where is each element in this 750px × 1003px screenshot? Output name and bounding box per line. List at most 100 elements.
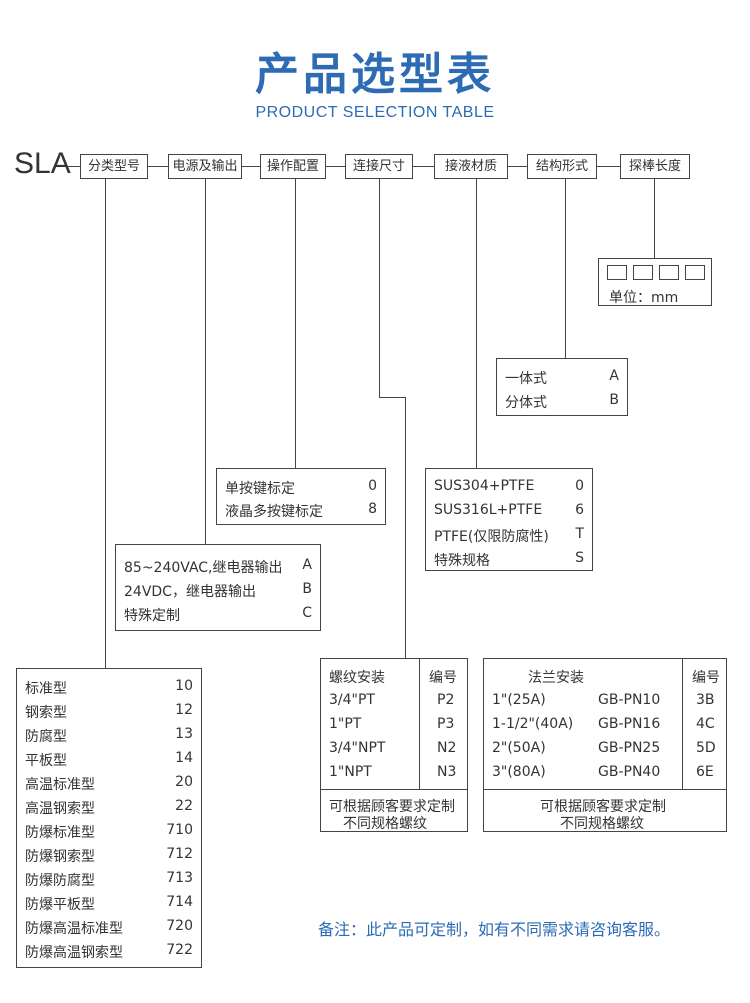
power-output-table: 85~240VAC,继电器输出 A 24VDC，继电器输出 B 特殊定制 C: [115, 544, 321, 631]
power-code: C: [302, 605, 312, 621]
connector-type-vertical: [105, 179, 106, 669]
material-label: SUS304+PTFE: [434, 478, 535, 494]
flange-footer-divider: [484, 789, 726, 790]
flange-standard: GB-PN40: [598, 764, 661, 780]
type-code: 710: [166, 822, 193, 838]
connector-structure-vertical: [565, 179, 566, 358]
footnote: 备注：此产品可定制，如有不同需求请咨询客服。: [318, 920, 671, 939]
flange-standard: GB-PN10: [598, 692, 661, 708]
type-label: 标准型: [25, 681, 67, 697]
power-code: B: [302, 581, 312, 597]
thread-footer-divider: [321, 789, 467, 790]
connector-connection-vertical-2: [405, 397, 406, 658]
power-label: 特殊定制: [124, 608, 180, 624]
thread-install-table: 螺纹安装 编号 3/4"PT P2 1"PT P3 3/4"NPT N2 1"N…: [320, 658, 468, 832]
type-code: 14: [175, 750, 193, 766]
length-digit-box-3: [659, 265, 679, 280]
type-label: 钢索型: [25, 705, 67, 721]
flange-size: 2"(50A): [492, 740, 546, 756]
type-code: 20: [175, 774, 193, 790]
flange-code: 4C: [696, 716, 715, 732]
power-label: 85~240VAC,继电器输出: [124, 560, 283, 576]
flange-code: 5D: [696, 740, 716, 756]
type-code: 712: [166, 846, 193, 862]
type-code: 22: [175, 798, 193, 814]
flange-size: 3"(80A): [492, 764, 546, 780]
structure-label: 一体式: [505, 371, 547, 387]
material-code: 0: [575, 478, 584, 494]
length-digit-box-4: [685, 265, 705, 280]
flange-column-divider: [682, 659, 683, 789]
type-label: 防爆钢索型: [25, 849, 95, 865]
type-code: 13: [175, 726, 193, 742]
type-code: 10: [175, 678, 193, 694]
type-code: 720: [166, 918, 193, 934]
type-code: 713: [166, 870, 193, 886]
thread-header-label: 螺纹安装: [329, 670, 385, 686]
type-label: 防腐型: [25, 729, 67, 745]
header-connector-line: [66, 166, 620, 167]
type-label: 高温标准型: [25, 777, 95, 793]
type-label: 平板型: [25, 753, 67, 769]
power-label: 24VDC，继电器输出: [124, 584, 256, 600]
structure-code: B: [609, 392, 619, 408]
flange-install-table: 法兰安装 编号 1"(25A) GB-PN10 3B 1-1/2"(40A) G…: [483, 658, 727, 832]
material-code: S: [575, 550, 584, 566]
structure-label: 分体式: [505, 395, 547, 411]
header-structure-form: 结构形式: [527, 154, 597, 179]
connector-power-vertical: [205, 179, 206, 544]
flange-code: 3B: [696, 692, 715, 708]
connector-connection-horizontal: [379, 397, 406, 398]
length-digit-box-1: [607, 265, 627, 280]
header-wetted-material: 接液材质: [434, 154, 508, 179]
thread-code: P2: [437, 692, 455, 708]
type-label: 防爆防腐型: [25, 873, 95, 889]
header-probe-length: 探棒长度: [620, 154, 690, 179]
connector-operation-vertical: [295, 179, 296, 468]
flange-standard: GB-PN16: [598, 716, 661, 732]
flange-footer-line-2: 不同规格螺纹: [560, 816, 644, 832]
operation-code: 8: [368, 501, 377, 517]
thread-size: 1"PT: [329, 716, 362, 732]
material-table: SUS304+PTFE 0 SUS316L+PTFE 6 PTFE(仅限防腐性)…: [425, 468, 593, 571]
type-label: 防爆标准型: [25, 825, 95, 841]
thread-footer-line-2: 不同规格螺纹: [343, 816, 427, 832]
thread-footer-line-1: 可根据顾客要求定制: [329, 799, 455, 815]
thread-size: 3/4"PT: [329, 692, 375, 708]
connector-material-vertical: [476, 179, 477, 468]
material-label: SUS316L+PTFE: [434, 502, 543, 518]
model-prefix: SLA: [14, 147, 71, 180]
type-code: 12: [175, 702, 193, 718]
page-title: 产品选型表: [255, 49, 495, 100]
length-digit-box-2: [633, 265, 653, 280]
material-label: PTFE(仅限防腐性): [434, 529, 549, 545]
header-type-code: 分类型号: [80, 154, 148, 179]
length-unit-label: 单位：mm: [609, 290, 679, 306]
header-power-output: 电源及输出: [168, 154, 242, 179]
thread-code: N2: [437, 740, 457, 756]
thread-code: N3: [437, 764, 457, 780]
operation-table: 单按键标定 0 液晶多按键标定 8: [216, 468, 386, 525]
material-label: 特殊规格: [434, 553, 490, 569]
thread-code: P3: [437, 716, 455, 732]
thread-column-divider: [419, 659, 420, 789]
type-label: 防爆高温标准型: [25, 921, 123, 937]
type-code: 722: [166, 942, 193, 958]
page-subtitle: PRODUCT SELECTION TABLE: [255, 104, 495, 121]
thread-header-code: 编号: [429, 670, 457, 686]
probe-length-table: 单位：mm: [598, 258, 712, 306]
material-code: T: [575, 526, 584, 542]
material-code: 6: [575, 502, 584, 518]
header-connection-size: 连接尺寸: [345, 154, 413, 179]
structure-table: 一体式 A 分体式 B: [496, 358, 628, 416]
operation-label: 液晶多按键标定: [225, 504, 323, 520]
flange-header-code: 编号: [692, 670, 720, 686]
structure-code: A: [609, 368, 619, 384]
flange-footer-line-1: 可根据顾客要求定制: [540, 799, 666, 815]
operation-code: 0: [368, 478, 377, 494]
flange-code: 6E: [696, 764, 714, 780]
connector-length-vertical: [654, 179, 655, 258]
flange-size: 1-1/2"(40A): [492, 716, 574, 732]
thread-size: 1"NPT: [329, 764, 372, 780]
